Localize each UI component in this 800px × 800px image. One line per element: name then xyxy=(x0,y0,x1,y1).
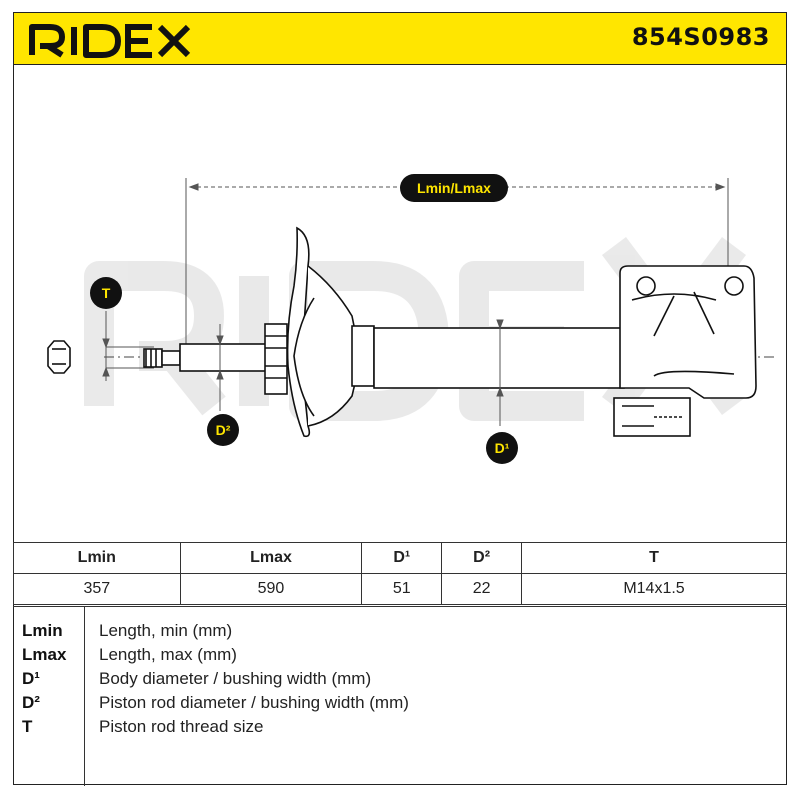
specs-value-d2: 22 xyxy=(441,573,523,605)
legend-row: D² Piston rod diameter / bushing width (… xyxy=(13,691,787,715)
specs-table: Lmin Lmax D¹ D² T 357 590 51 22 M14x1.5 xyxy=(13,542,787,605)
specs-value-lmin: 357 xyxy=(13,573,181,605)
legend-key: D² xyxy=(22,693,40,712)
content-frame xyxy=(13,65,787,785)
legend-row: Lmax Length, max (mm) xyxy=(13,643,787,667)
specs-value-t: M14x1.5 xyxy=(521,573,787,605)
legend-key: T xyxy=(22,717,33,736)
legend-panel: Lmin Length, min (mm) Lmax Length, max (… xyxy=(13,606,787,786)
legend-divider xyxy=(84,607,85,786)
nut-part xyxy=(47,340,71,374)
rod-diameter-label: D² xyxy=(216,422,231,438)
body-diameter-label-badge: D¹ xyxy=(486,432,518,464)
legend-row: D¹ Body diameter / bushing width (mm) xyxy=(13,667,787,691)
legend-row: T Piston rod thread size xyxy=(13,715,787,739)
body-diameter-label: D¹ xyxy=(495,440,510,456)
specs-header-lmax: Lmax xyxy=(179,542,363,574)
legend-desc: Piston rod diameter / bushing width (mm) xyxy=(99,693,409,712)
legend-desc: Piston rod thread size xyxy=(99,717,264,736)
legend-key: Lmax xyxy=(22,645,67,664)
specs-header-d2: D² xyxy=(441,542,523,574)
length-label: Lmin/Lmax xyxy=(417,180,491,196)
legend-row: Lmin Length, min (mm) xyxy=(13,619,787,643)
knuckle-bracket xyxy=(613,265,757,437)
specs-header-row: Lmin Lmax D¹ D² T xyxy=(13,542,787,574)
legend-desc: Length, min (mm) xyxy=(99,621,233,640)
ridex-logo xyxy=(29,24,191,58)
piston-rod xyxy=(143,343,271,372)
specs-header-lmin: Lmin xyxy=(13,542,181,574)
length-label-badge: Lmin/Lmax xyxy=(400,174,508,202)
specs-header-t: T xyxy=(521,542,787,574)
specs-value-d1: 51 xyxy=(361,573,443,605)
specs-value-lmax: 590 xyxy=(179,573,363,605)
legend-desc: Body diameter / bushing width (mm) xyxy=(99,669,372,688)
rod-diameter-label-badge: D² xyxy=(207,414,239,446)
header-bar: 854S0983 xyxy=(13,12,787,65)
top-mount xyxy=(264,226,375,438)
thread-dimension xyxy=(102,311,154,381)
legend-desc: Length, max (mm) xyxy=(99,645,237,664)
part-number: 854S0983 xyxy=(631,23,770,51)
shock-absorber-diagram: Lmin/Lmax T D² D¹ xyxy=(47,174,774,464)
specs-value-row: 357 590 51 22 M14x1.5 xyxy=(13,573,787,605)
legend-key: D¹ xyxy=(22,669,40,688)
specs-header-d1: D¹ xyxy=(361,542,443,574)
legend-key: Lmin xyxy=(22,621,63,640)
body-diameter-dimension xyxy=(496,319,504,426)
shock-body xyxy=(373,327,625,389)
thread-label-badge: T xyxy=(90,277,122,309)
rod-diameter-dimension xyxy=(216,324,224,411)
thread-label: T xyxy=(102,285,111,301)
